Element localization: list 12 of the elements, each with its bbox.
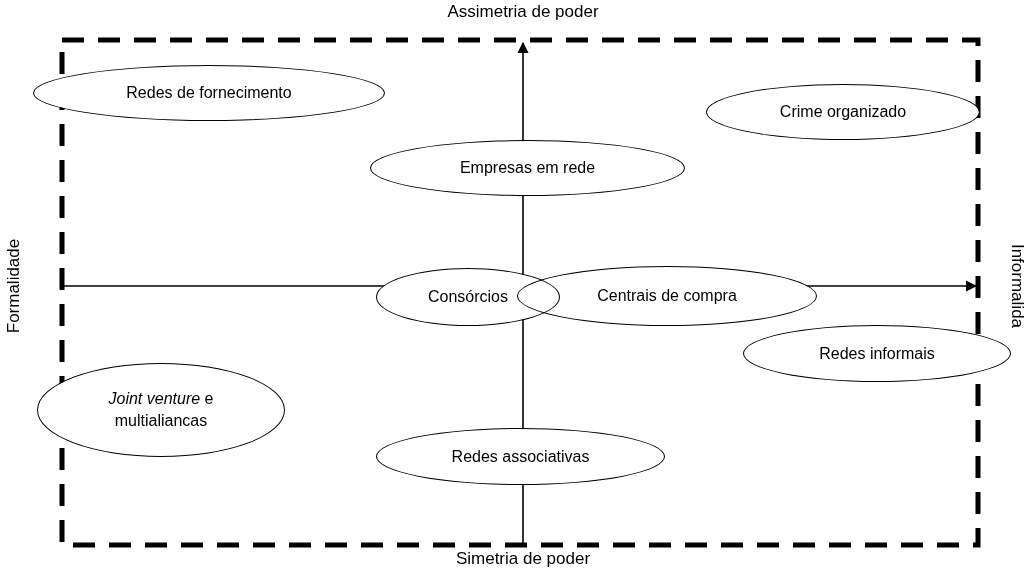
- ellipse-label: Redes de fornecimento: [125, 83, 293, 103]
- ellipse-label: Consórcios: [427, 287, 509, 307]
- ellipse-label: Crime organizado: [778, 102, 908, 122]
- axis-label: Simetria de poder: [455, 549, 591, 569]
- ellipse-label: Redes informais: [818, 343, 936, 364]
- ellipse-label: Joint venture e multialiancas: [107, 389, 215, 431]
- axis-label: Formalidade: [4, 238, 24, 334]
- axis-label: Assimetria de poder: [447, 2, 599, 22]
- ellipse-label: Centrais de compra: [596, 286, 738, 306]
- axis-label: Informalida: [1007, 243, 1027, 329]
- ellipse-label: Redes associativas: [450, 446, 591, 467]
- ellipse-label: Empresas em rede: [458, 158, 597, 178]
